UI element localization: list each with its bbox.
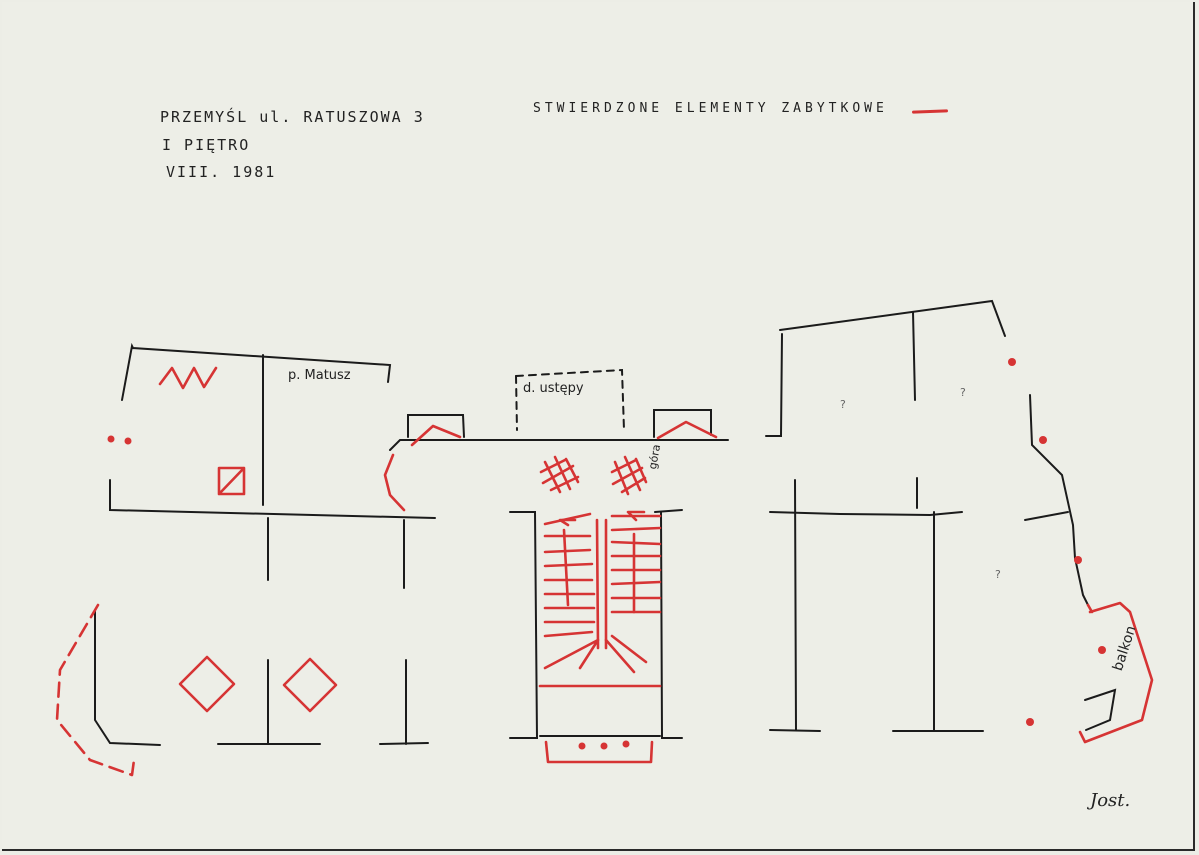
drawing-floor: I PIĘTRO bbox=[162, 136, 251, 154]
question-mark-3: ? bbox=[995, 568, 1001, 581]
drawing-title: PRZEMYŚL ul. RATUSZOWA 3 bbox=[160, 108, 425, 126]
legend-label: STWIERDZONE ELEMENTY ZABYTKOWE bbox=[533, 101, 888, 116]
left-wing-walls bbox=[94, 342, 436, 746]
room-label-ustepy: d. ustępy bbox=[523, 381, 584, 396]
question-mark-1: ? bbox=[840, 398, 846, 411]
historic-elements bbox=[55, 358, 1154, 777]
room-label-matusz: p. Matusz bbox=[288, 368, 351, 383]
right-wing-walls bbox=[765, 299, 1089, 732]
balcony-inner-wall bbox=[1084, 688, 1117, 731]
center-walls bbox=[389, 368, 729, 739]
drawing-date: VIII. 1981 bbox=[166, 163, 277, 181]
question-mark-2: ? bbox=[960, 386, 966, 399]
author-signature: Jost. bbox=[1090, 790, 1131, 811]
